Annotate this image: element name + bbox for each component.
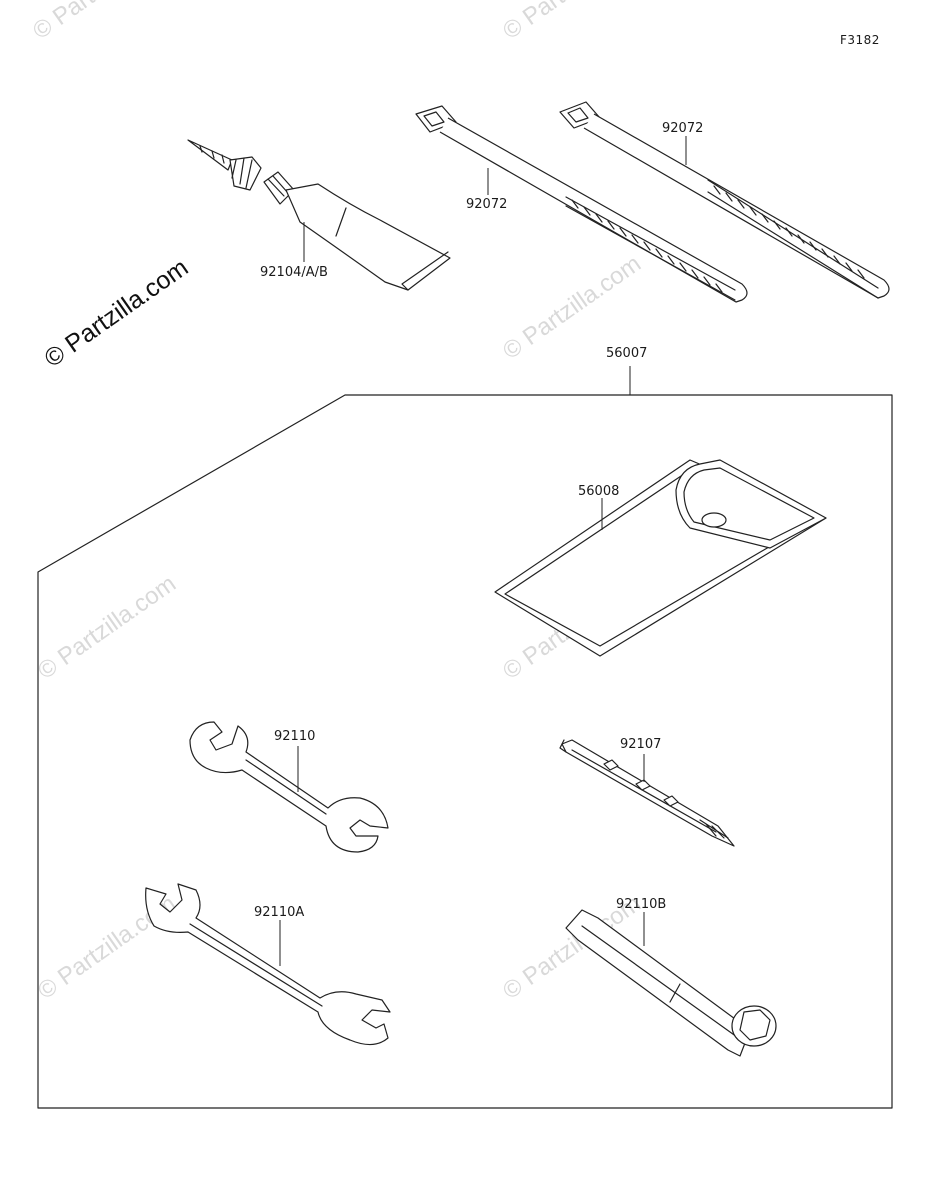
watermark-faint: © Partzilla.com	[28, 0, 176, 45]
spark-plug-wrench-drawing	[565, 909, 777, 1057]
tool-kit-outline	[37, 394, 893, 1109]
wrench-a-drawing	[145, 883, 391, 1046]
watermark-main: © Partzilla.com	[39, 253, 193, 373]
label-tool-case: 56008	[578, 484, 619, 499]
watermark-layer: © Partzilla.com © Partzilla.com © Partzi…	[28, 0, 646, 1005]
label-wrench: 92110	[274, 729, 315, 744]
label-cable-tie-2: 92072	[662, 121, 703, 136]
watermark-faint: © Partzilla.com	[498, 0, 646, 45]
cable-tie-1-drawing	[415, 105, 748, 303]
label-screwdriver: 92107	[620, 737, 661, 752]
sealant-tube-drawing	[187, 139, 451, 291]
watermark-faint: © Partzilla.com	[33, 570, 181, 685]
screwdriver-drawing	[559, 739, 735, 847]
label-sealant-tube: 92104/A/B	[260, 265, 328, 280]
label-wrench-a: 92110A	[254, 905, 304, 920]
label-tool-kit: 56007	[606, 346, 647, 361]
figure-id: F3182	[840, 33, 880, 47]
tool-case-drawing	[494, 459, 827, 657]
label-spark-plug-wrench: 92110B	[616, 897, 666, 912]
label-cable-tie-1: 92072	[466, 197, 507, 212]
wrench-drawing	[189, 721, 389, 853]
cable-tie-2-drawing	[559, 101, 890, 299]
